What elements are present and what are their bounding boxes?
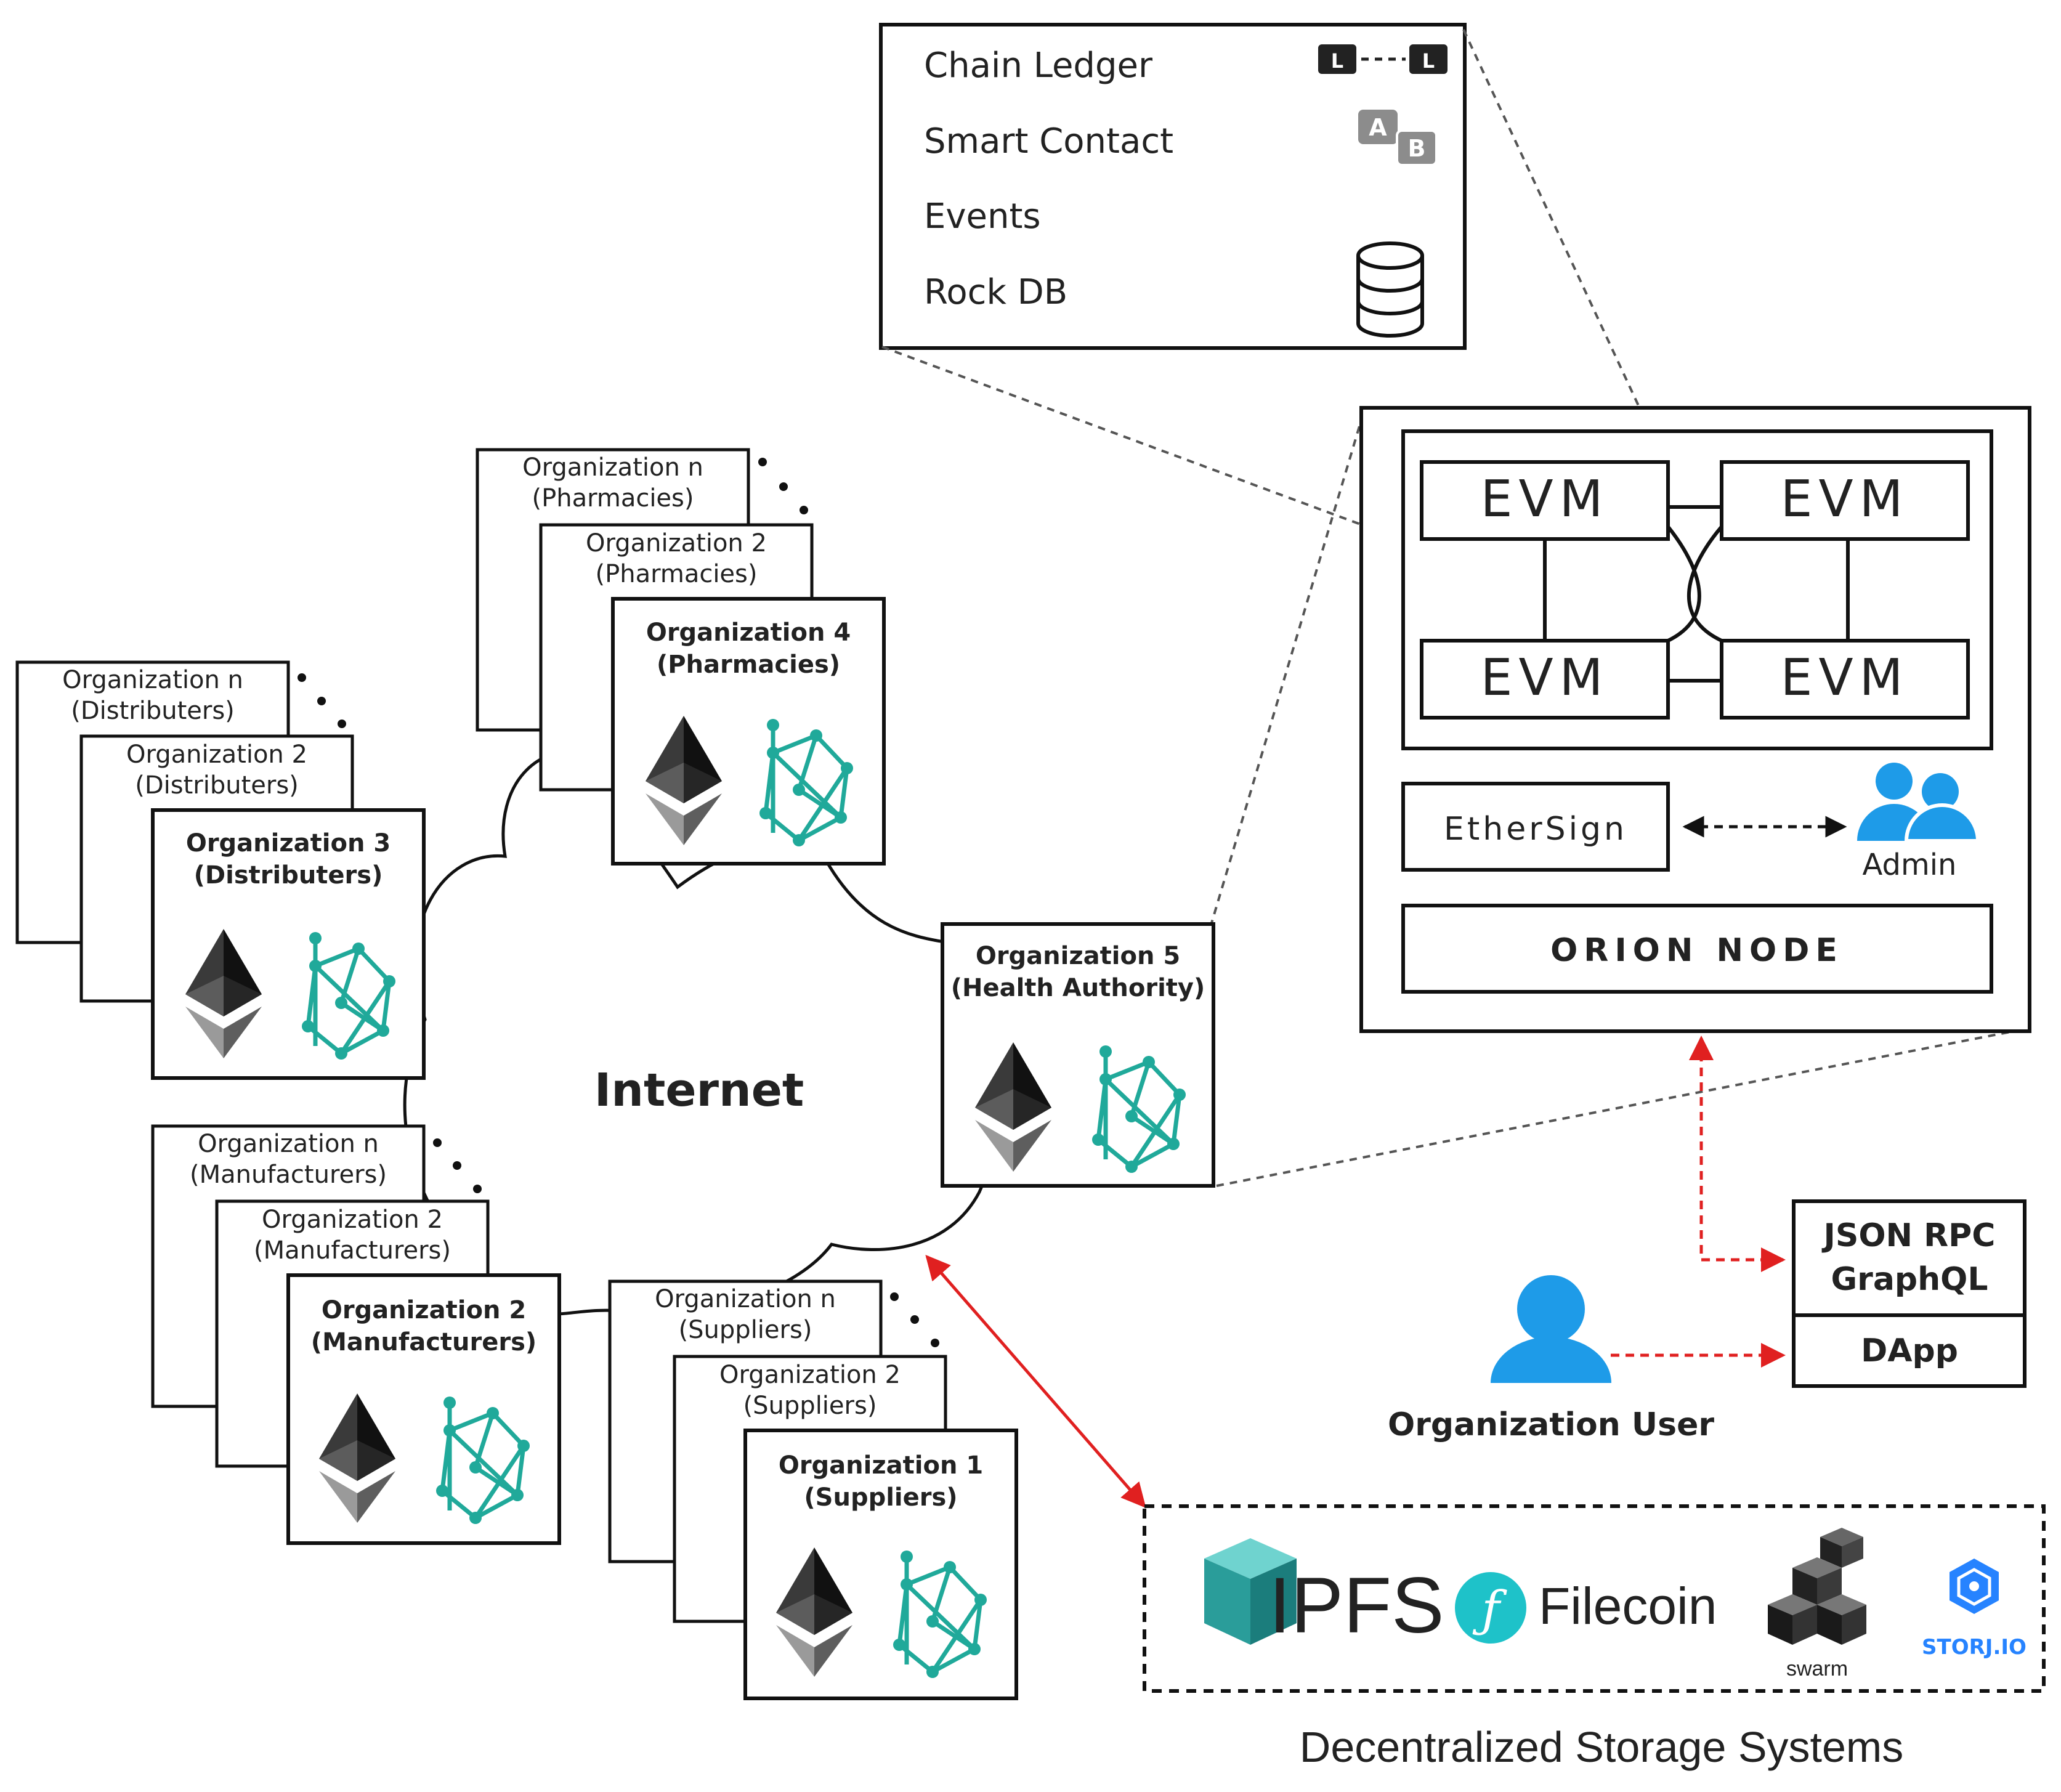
storj-icon (1950, 1559, 1999, 1614)
ledger-item-events: Events (924, 197, 1041, 237)
svg-text:EVM: EVM (1781, 649, 1909, 707)
org-card-health-authority: Organization 5 (Health Authority) (941, 922, 1215, 1188)
svg-text:EVM: EVM (1481, 470, 1610, 529)
dapp-label: DApp (1861, 1332, 1958, 1369)
svg-text:L: L (1331, 49, 1343, 73)
svg-text:Organization n: Organization n (522, 453, 703, 482)
orion-node-box (1401, 904, 1993, 994)
svg-text:(Manufacturers): (Manufacturers) (254, 1236, 451, 1265)
zoom-guide-lines (881, 29, 2027, 1187)
svg-text:(Pharmacies): (Pharmacies) (596, 560, 758, 588)
evm-node-1 (1420, 460, 1670, 541)
ethersign-box (1401, 782, 1670, 872)
ledger-detail-box: Chain Ledger Smart Contact Events Rock D… (879, 23, 1467, 350)
svg-text:Organization 2: Organization 2 (719, 1361, 901, 1389)
svg-text:(Distributers): (Distributers) (194, 861, 383, 890)
svg-text:(Distributers): (Distributers) (71, 697, 235, 725)
evm-node-4 (1720, 639, 1970, 720)
svg-text:(Pharmacies): (Pharmacies) (532, 484, 694, 513)
database-icon (1356, 241, 1424, 338)
organization-user-label: Organization User (1388, 1406, 1714, 1443)
ledger-link-icon: L L (1318, 44, 1448, 74)
svg-text:EVM: EVM (1481, 649, 1610, 707)
admin-users-icon (1857, 763, 1980, 843)
org-stack-suppliers: Organization n (Suppliers) Organization … (608, 1279, 1018, 1700)
json-rpc-label: JSON RPC (1822, 1217, 1996, 1254)
storage-box: IPFS ƒ Filecoin swarm STORJ.IO (1143, 1504, 2046, 1693)
internet-label: Internet (594, 1064, 804, 1117)
svg-text:Organization 2: Organization 2 (586, 529, 767, 557)
svg-text:(Manufacturers): (Manufacturers) (311, 1328, 537, 1356)
svg-text:Organization n: Organization n (62, 666, 243, 694)
svg-text:Organization 2: Organization 2 (262, 1206, 443, 1234)
svg-text:(Health Authority): (Health Authority) (951, 974, 1205, 1002)
ipfs-label: IPFS (1269, 1562, 1444, 1650)
ledger-item-smart-contact: Smart Contact (924, 121, 1173, 161)
svg-text:(Suppliers): (Suppliers) (679, 1316, 812, 1344)
svg-text:Organization 5: Organization 5 (976, 942, 1180, 970)
swarm-label: swarm (1786, 1657, 1848, 1681)
org-stack-manufacturers: Organization n (Manufacturers) Organizat… (151, 1124, 561, 1545)
svg-text:Organization 4: Organization 4 (646, 618, 851, 647)
storage-caption: Decentralized Storage Systems (1300, 1723, 1903, 1771)
storj-label: STORJ.IO (1922, 1635, 2027, 1660)
svg-text:(Suppliers): (Suppliers) (804, 1483, 957, 1512)
swarm-icon (1768, 1528, 1866, 1645)
svg-text:(Manufacturers): (Manufacturers) (190, 1161, 387, 1189)
red-links (925, 1036, 1786, 1509)
svg-text:B: B (1408, 135, 1426, 162)
ethersign-label: EtherSign (1444, 811, 1627, 848)
ipfs-cube-icon (1204, 1538, 1297, 1645)
orion-node-label: ORION NODE (1550, 932, 1844, 969)
ledger-item-rock-db: Rock DB (924, 272, 1067, 312)
svg-text:EVM: EVM (1781, 470, 1909, 529)
org-card-organization-3 (151, 808, 426, 1080)
org-stack-pharmacies: Organization n (Pharmacies) Organization… (476, 448, 886, 866)
orion-node-panel: EVM EVM EVM EVM EtherSign Admin ORION NO… (1359, 406, 2031, 1033)
svg-text:Organization 1: Organization 1 (779, 1451, 983, 1480)
user-icon (1491, 1275, 1611, 1383)
svg-text:Organization 2: Organization 2 (322, 1296, 526, 1324)
svg-text:A: A (1369, 114, 1387, 141)
svg-text:(Suppliers): (Suppliers) (743, 1392, 877, 1420)
svg-text:Organization 2: Organization 2 (126, 740, 307, 769)
admin-label: Admin (1863, 848, 1957, 882)
org-stack-distributers: Organization n (Distributers) Organizati… (15, 660, 426, 1080)
svg-text:(Distributers): (Distributers) (135, 771, 299, 800)
evm-node-2 (1720, 460, 1970, 541)
evm-node-3 (1420, 639, 1670, 720)
contract-ab-icon: A B (1358, 110, 1438, 166)
filecoin-icon (1455, 1572, 1526, 1644)
filecoin-label: Filecoin (1539, 1577, 1717, 1635)
svg-text:Organization n: Organization n (655, 1285, 836, 1313)
api-box: JSON RPC GraphQL DApp (1792, 1199, 2027, 1388)
svg-text:(Pharmacies): (Pharmacies) (657, 651, 840, 679)
ledger-item-chain-ledger: Chain Ledger (924, 46, 1153, 86)
svg-text:L: L (1422, 49, 1435, 73)
graphql-label: GraphQL (1831, 1261, 1988, 1298)
svg-text:Organization n: Organization n (198, 1130, 379, 1158)
svg-text:Organization 3: Organization 3 (186, 829, 391, 857)
